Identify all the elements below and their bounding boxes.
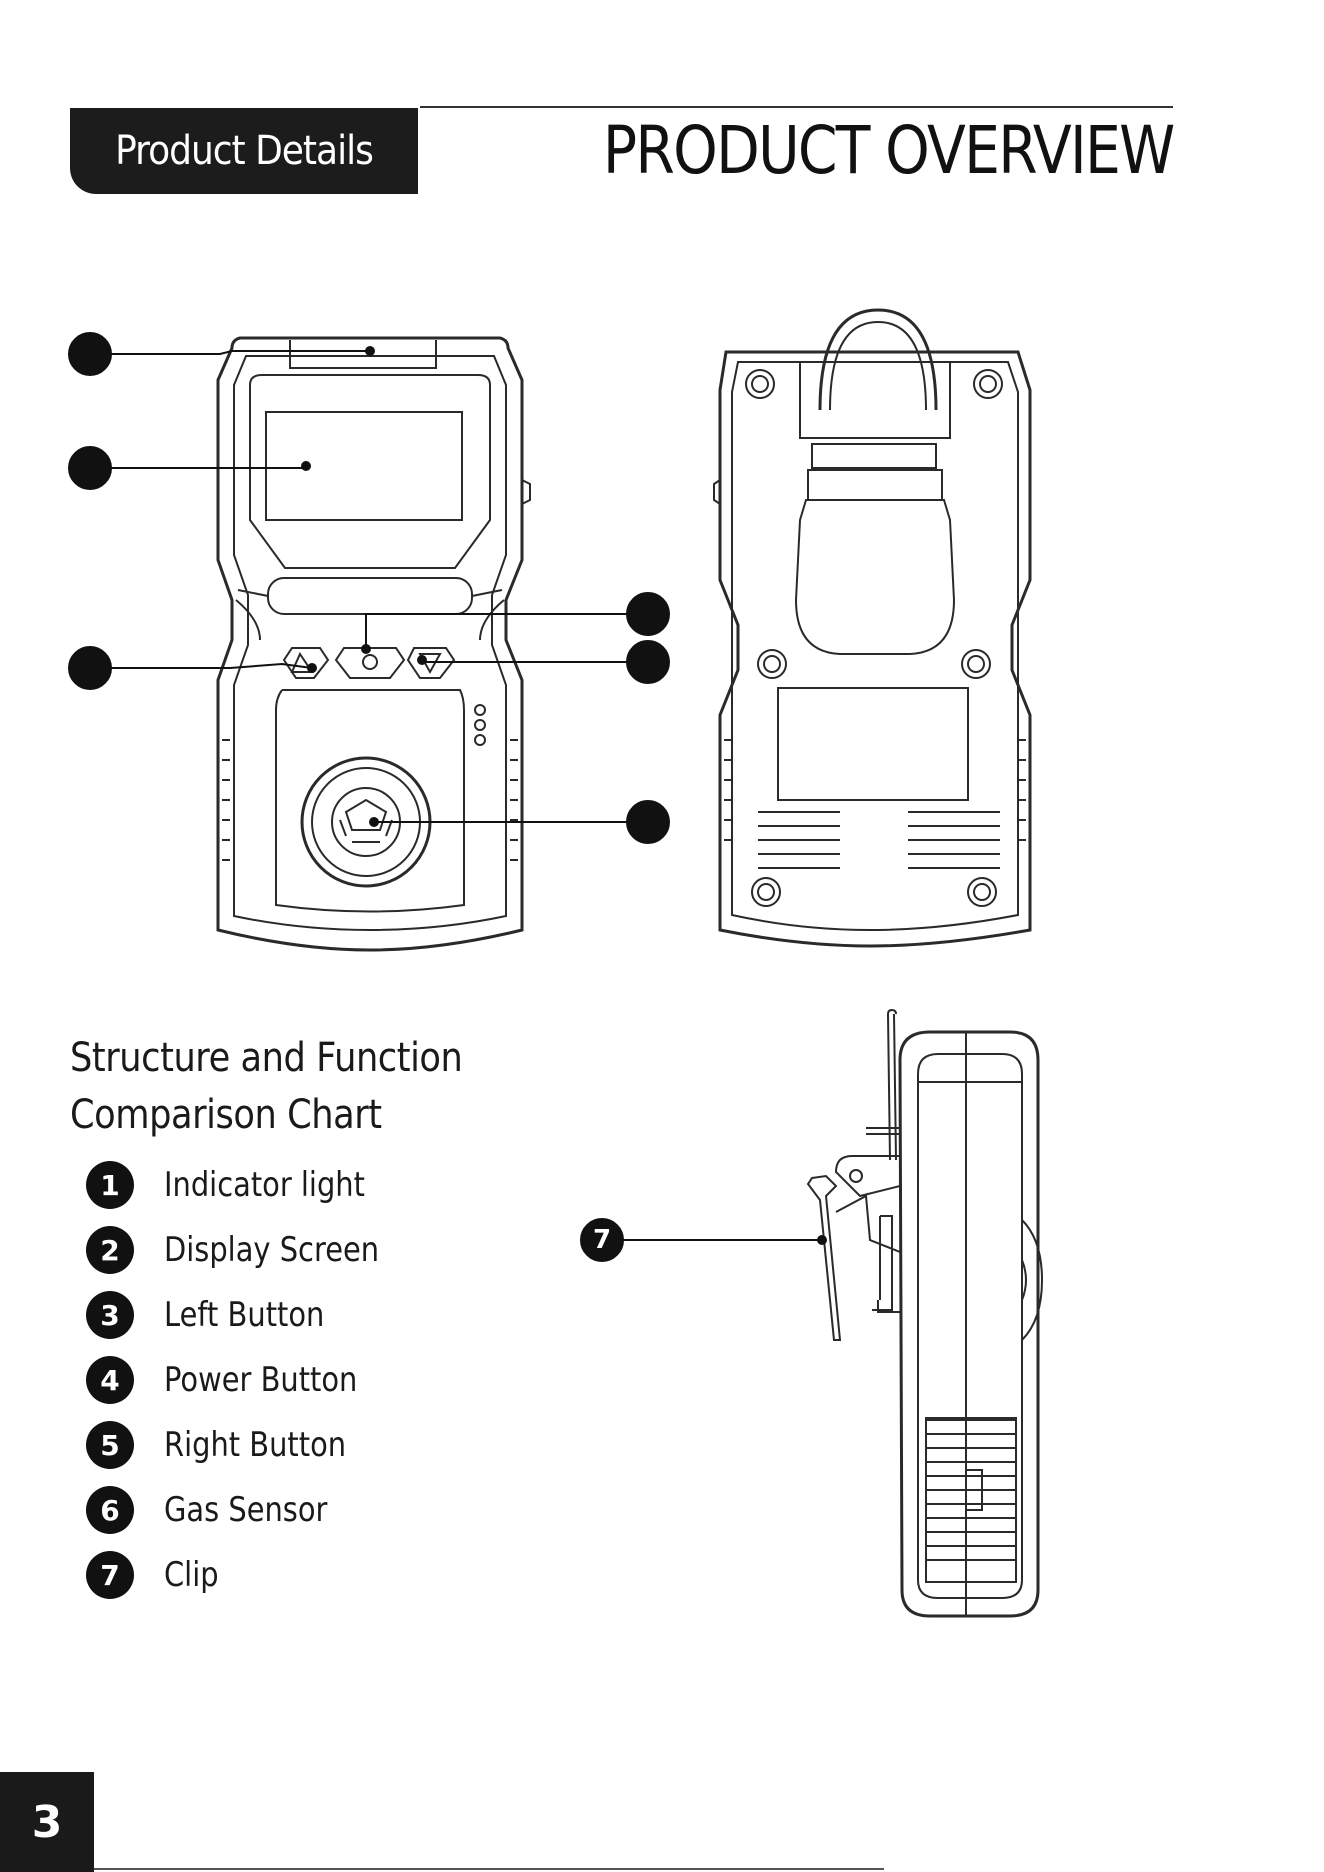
front-leader-lines	[110, 351, 627, 822]
legend-title: Structure and Function Comparison Chart	[70, 1030, 462, 1144]
item-label: Display Screen	[164, 1230, 379, 1270]
item-label: Indicator light	[164, 1165, 365, 1205]
item-number: 2	[86, 1226, 134, 1274]
list-item: 5 Right Button	[86, 1420, 378, 1470]
item-label: Power Button	[164, 1360, 357, 1400]
front-callouts	[69, 333, 669, 843]
back-view-illustration	[714, 310, 1030, 946]
list-item: 6 Gas Sensor	[86, 1485, 356, 1535]
list-item: 3 Left Button	[86, 1290, 353, 1340]
front-view-illustration	[218, 338, 530, 950]
list-item: 1 Indicator light	[86, 1160, 400, 1210]
side-view-illustration	[808, 1010, 1042, 1616]
item-number: 5	[86, 1421, 134, 1469]
item-label: Gas Sensor	[164, 1490, 327, 1530]
item-number: 7	[86, 1551, 134, 1599]
side-callout-number: 7	[581, 1219, 623, 1261]
page-number: 3	[0, 1772, 94, 1872]
list-item: 4 Power Button	[86, 1355, 392, 1405]
footer-rule	[94, 1868, 884, 1870]
item-number: 4	[86, 1356, 134, 1404]
item-label: Clip	[164, 1555, 219, 1595]
item-label: Right Button	[164, 1425, 346, 1465]
list-item: 7 Clip	[86, 1550, 228, 1600]
item-number: 6	[86, 1486, 134, 1534]
list-item: 2 Display Screen	[86, 1225, 417, 1275]
item-number: 3	[86, 1291, 134, 1339]
item-number: 1	[86, 1161, 134, 1209]
item-label: Left Button	[164, 1295, 324, 1335]
